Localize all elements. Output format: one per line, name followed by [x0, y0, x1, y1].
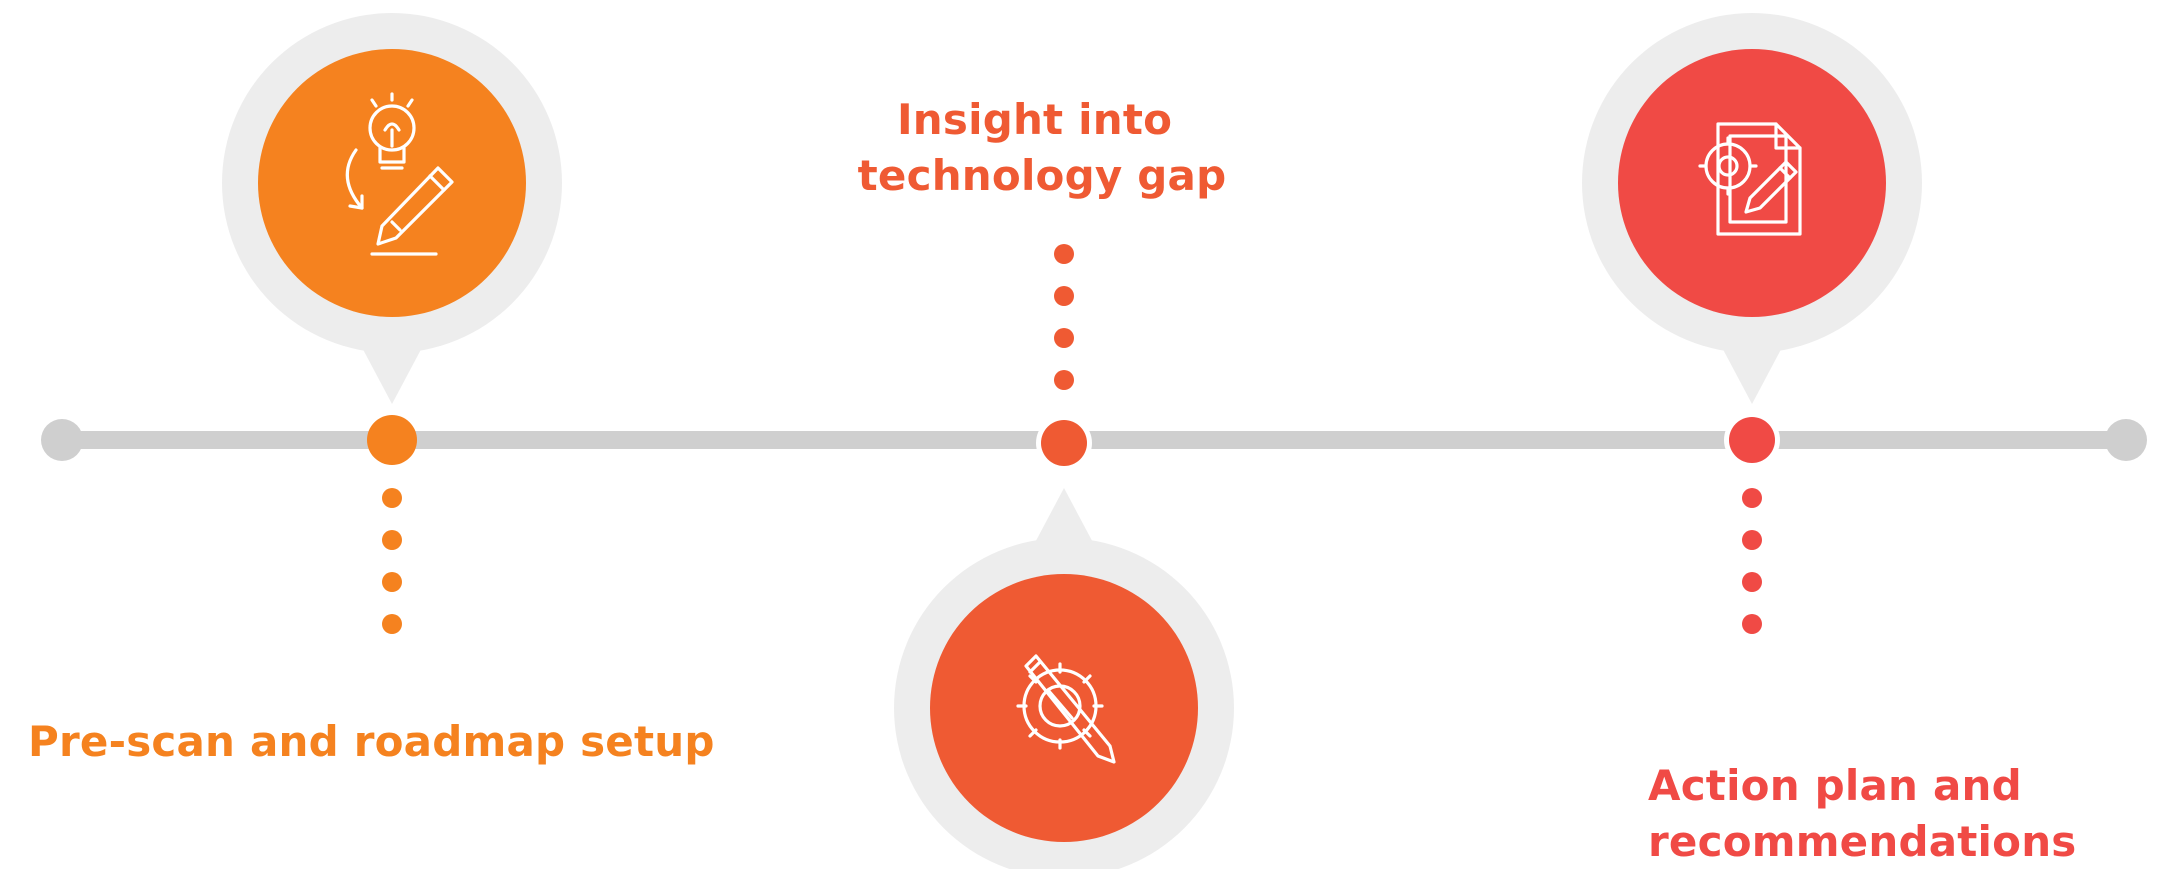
step-3-label-line-1: Action plan and: [1648, 761, 2022, 810]
document-gear-icon: [1698, 122, 1802, 236]
step-3-connector-dots: [1742, 488, 1762, 634]
step-1-bubble: [258, 49, 526, 317]
step-3-label: Action plan and recommendations: [1648, 761, 2077, 866]
step-2-connector-dots: [1054, 244, 1074, 390]
step-1-label-line-1: Pre-scan and roadmap setup: [28, 717, 715, 766]
step-1-label: Pre-scan and roadmap setup: [28, 717, 715, 766]
step-2-label-line-1: Insight into: [897, 95, 1172, 144]
step-3-label-line-2: recommendations: [1648, 817, 2077, 866]
timeline-start-cap: [41, 419, 83, 461]
step-1: Pre-scan and roadmap setup: [28, 13, 715, 766]
gear-pencil-icon: [1016, 654, 1116, 764]
lightbulb-pencil-icon: [345, 92, 454, 256]
step-2-label: Insight into technology gap: [858, 95, 1227, 200]
step-3: Action plan and recommendations: [1582, 13, 2077, 866]
timeline-end-cap: [2105, 419, 2147, 461]
step-2-node: [1041, 420, 1087, 466]
step-3-bubble: [1618, 49, 1886, 317]
step-2-label-line-2: technology gap: [858, 151, 1227, 200]
step-1-node: [367, 415, 417, 465]
step-3-node: [1729, 417, 1775, 463]
timeline-axis: [41, 419, 2147, 461]
step-1-connector-dots: [382, 488, 402, 634]
step-2: Insight into technology gap: [858, 95, 1234, 869]
